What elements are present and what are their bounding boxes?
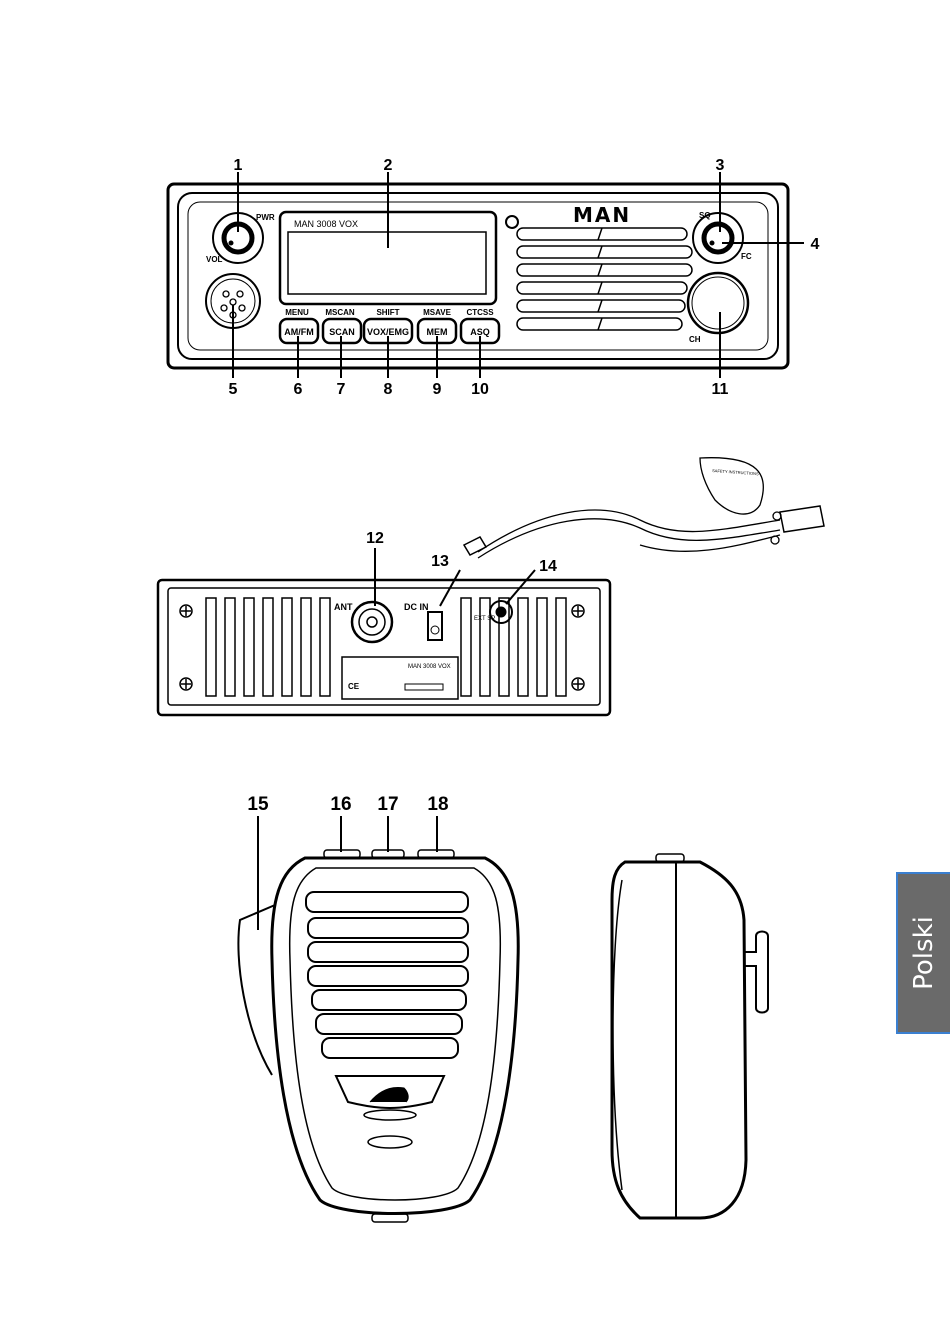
channel-knob — [688, 273, 748, 333]
label-dc-in: DC IN — [404, 602, 429, 612]
button-am-fm-secondary: MENU — [285, 308, 309, 317]
callout-numbers: 1 2 3 4 5 6 7 8 9 10 11 12 13 14 15 16 1… — [229, 157, 820, 815]
button-vox-emg-label: VOX/EMG — [367, 327, 409, 337]
callout-5: 5 — [229, 381, 238, 398]
antenna-connector — [352, 602, 392, 642]
callout-16: 16 — [330, 794, 351, 815]
callout-6: 6 — [294, 381, 303, 398]
callout-8: 8 — [384, 381, 393, 398]
callout-11: 11 — [712, 381, 729, 398]
callout-14: 14 — [539, 558, 557, 575]
button-asq-label: ASQ — [470, 327, 490, 337]
microphone-side — [612, 854, 768, 1218]
callout-18: 18 — [427, 794, 448, 815]
button-mem-label: MEM — [427, 327, 448, 337]
label-ch: CH — [689, 335, 701, 344]
label-pwr: PWR — [256, 213, 275, 222]
callout-7: 7 — [337, 381, 346, 398]
label-vol: VOL — [206, 255, 223, 264]
label-sq: SQ — [699, 211, 711, 220]
label-ext-sp: EXT SP — [474, 616, 495, 622]
button-am-fm-label: AM/FM — [284, 327, 314, 337]
button-asq-secondary: CTCSS — [466, 308, 494, 317]
brand-logo: MAN — [573, 203, 631, 227]
cable-tag-text: SAFETY INSTRUCTIONS — [712, 468, 759, 476]
button-scan-secondary: MSCAN — [325, 308, 355, 317]
sticker-ce: CE — [348, 682, 360, 691]
callout-3: 3 — [716, 157, 725, 174]
back-panel — [158, 580, 610, 715]
callout-10: 10 — [471, 381, 489, 398]
language-tab: Polski — [896, 872, 950, 1034]
power-cable — [464, 458, 824, 558]
callout-4: 4 — [811, 236, 820, 253]
callout-12: 12 — [366, 530, 384, 547]
sticker-model: MAN 3008 VOX — [408, 664, 451, 670]
label-fc: FC — [741, 252, 752, 261]
callout-9: 9 — [433, 381, 442, 398]
back-callout-lines — [375, 548, 535, 606]
callout-1: 1 — [234, 157, 243, 174]
button-scan-label: SCAN — [329, 327, 355, 337]
callout-15: 15 — [247, 794, 269, 815]
label-ant: ANT — [334, 602, 353, 612]
callout-17: 17 — [377, 794, 398, 815]
button-vox-emg-secondary: SHIFT — [376, 308, 399, 317]
button-mem-secondary: MSAVE — [423, 308, 452, 317]
language-tab-label: Polski — [909, 916, 939, 990]
callout-13: 13 — [431, 553, 449, 570]
callout-2: 2 — [384, 157, 393, 174]
display-model: MAN 3008 VOX — [294, 219, 358, 229]
microphone-front — [238, 850, 518, 1222]
